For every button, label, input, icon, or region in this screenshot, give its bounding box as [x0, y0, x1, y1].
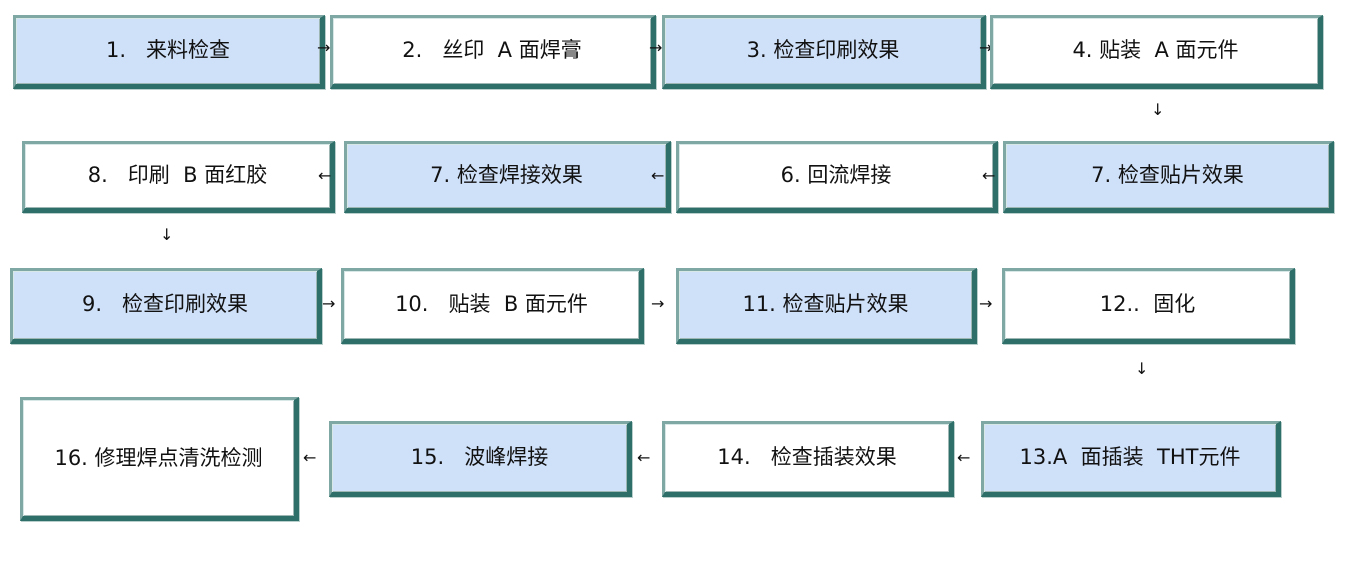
step-4-box: 4. 贴装 A 面元件: [990, 15, 1323, 89]
step-11-box: 11. 检查贴片效果: [676, 268, 977, 344]
arrow-right-2-3: →: [649, 38, 663, 57]
step-9-box: 9. 检查印刷效果: [10, 268, 322, 344]
arrow-left-7a-6: ←: [982, 166, 996, 185]
step-7b-box: 7. 检查焊接效果: [344, 141, 671, 213]
step-6-label: 6. 回流焊接: [780, 163, 892, 188]
step-12-label: 12.. 固化: [1099, 292, 1196, 317]
step-1-label: 1. 来料检查: [105, 38, 231, 63]
step-1-box: 1. 来料检查: [13, 15, 325, 89]
arrow-down-8-9: ↓: [160, 225, 174, 244]
arrow-right-9-10: →: [322, 294, 336, 313]
arrow-left-14-15: ←: [637, 448, 651, 467]
arrow-right-10-11: →: [651, 294, 665, 313]
arrow-right-1-2: →: [317, 38, 331, 57]
step-12-box: 12.. 固化: [1002, 268, 1295, 344]
step-4-label: 4. 贴装 A 面元件: [1072, 38, 1239, 63]
step-3-box: 3. 检查印刷效果: [662, 15, 986, 89]
arrow-right-3-4: →: [979, 38, 993, 57]
step-14-label: 14. 检查插装效果: [717, 445, 897, 470]
step-16-box: 16. 修理焊点清洗检测: [20, 397, 299, 521]
step-7a-box: 7. 检查贴片效果: [1003, 141, 1334, 213]
step-10-label: 10. 贴装 B 面元件: [395, 292, 588, 317]
step-16-label: 16. 修理焊点清洗检测: [54, 445, 263, 470]
step-11-label: 11. 检查贴片效果: [742, 292, 909, 317]
step-2-label: 2. 丝印 A 面焊膏: [402, 38, 582, 63]
step-8-box: 8. 印刷 B 面红胶: [22, 141, 335, 213]
step-15-box: 15. 波峰焊接: [329, 421, 632, 497]
step-7a-label: 7. 检查贴片效果: [1091, 163, 1244, 188]
step-9-label: 9. 检查印刷效果: [81, 292, 249, 317]
step-14-box: 14. 检查插装效果: [662, 421, 954, 497]
step-13-label: 13.A 面插装 THT元件: [1019, 445, 1241, 470]
arrow-down-12-13: ↓: [1135, 359, 1149, 378]
arrow-left-15-16: ←: [303, 448, 317, 467]
arrow-right-11-12: →: [979, 294, 993, 313]
step-10-box: 10. 贴装 B 面元件: [341, 268, 644, 344]
step-13-box: 13.A 面插装 THT元件: [981, 421, 1281, 497]
arrow-left-6-7b: ←: [651, 166, 665, 185]
step-7b-label: 7. 检查焊接效果: [430, 163, 583, 188]
step-6-box: 6. 回流焊接: [676, 141, 998, 213]
step-3-label: 3. 检查印刷效果: [746, 38, 900, 63]
step-8-label: 8. 印刷 B 面红胶: [87, 163, 268, 188]
step-2-box: 2. 丝印 A 面焊膏: [330, 15, 656, 89]
arrow-left-7b-8: ←: [318, 166, 332, 185]
step-15-label: 15. 波峰焊接: [410, 445, 549, 470]
arrow-down-4-7: ↓: [1151, 100, 1165, 119]
arrow-left-13-14: ←: [957, 448, 971, 467]
